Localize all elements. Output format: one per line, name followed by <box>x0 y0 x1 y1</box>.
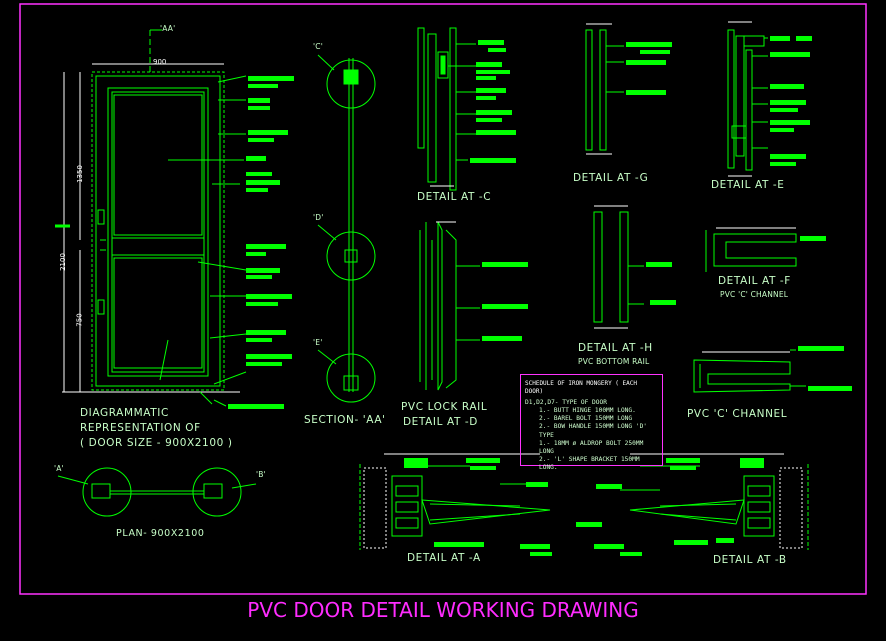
detail-h-sublabel: PVC BOTTOM RAIL <box>578 357 650 366</box>
detail-a-callouts <box>404 458 602 556</box>
diagram-caption-line-3: ( DOOR SIZE - 900X2100 ) <box>80 437 233 449</box>
detail-e-drawing <box>727 21 768 177</box>
ironmongery-schedule: SCHEDULE OF IRON MONGERY ( EACH DOOR) D1… <box>520 374 663 471</box>
detail-c-label: DETAIL AT -C <box>417 191 492 203</box>
detail-d-callouts <box>482 262 528 341</box>
detail-a-drawing <box>359 453 551 550</box>
schedule-door-type: D1,D2,D7- TYPE OF DOOR <box>525 399 607 407</box>
dimension-1350: 1350 <box>75 165 84 183</box>
plan-label: PLAN- 900X2100 <box>116 528 205 539</box>
diagram-caption-line-1: DIAGRAMMATIC <box>80 407 169 419</box>
detail-g-callouts <box>626 42 672 95</box>
dimension-900: 900 <box>153 58 167 66</box>
detail-e-label: DETAIL AT -E <box>711 179 785 191</box>
pvc-lock-rail-label: PVC LOCK RAIL <box>401 401 488 413</box>
schedule-item: 1.- 18MM ø ALDROP BOLT 250MM LONG <box>539 439 644 455</box>
detail-h-drawing <box>593 205 644 329</box>
detail-e-callouts <box>770 36 812 166</box>
detail-a-label: DETAIL AT -A <box>407 552 481 564</box>
detail-c-drawing <box>417 27 476 191</box>
marker-a: 'A' <box>54 464 64 473</box>
section-aa <box>317 54 376 403</box>
marker-b: 'B' <box>256 470 266 479</box>
drawing-title: PVC DOOR DETAIL WORKING DRAWING <box>247 598 639 622</box>
schedule-item: 2.- 'L' SHAPE BRACKET 150MM LONG. <box>539 455 640 471</box>
pvc-c-channel-callouts <box>798 346 852 391</box>
detail-c-callouts <box>470 40 516 163</box>
section-aa-label: SECTION- 'AA' <box>304 414 386 426</box>
detail-b-callouts <box>594 458 764 556</box>
detail-g-drawing <box>585 23 624 155</box>
detail-d-label: DETAIL AT -D <box>403 416 478 428</box>
pvc-c-channel-drawing <box>693 349 806 393</box>
schedule-item: 2.- BOW HANDLE 150MM LONG 'D' TYPE <box>539 423 648 439</box>
schedule-heading: SCHEDULE OF IRON MONGERY ( EACH DOOR) <box>525 380 637 396</box>
detail-b-label: DETAIL AT -B <box>713 554 787 566</box>
detail-f-drawing <box>705 227 797 272</box>
pvc-c-channel-label: PVC 'C' CHANNEL <box>687 408 788 420</box>
door-elevation <box>55 29 247 407</box>
callout-bars <box>228 76 294 409</box>
detail-h-label: DETAIL AT -H <box>578 342 653 354</box>
detail-b-drawing <box>620 453 809 550</box>
schedule-item: 2.- BAREL BOLT 150MM LONG <box>539 415 633 423</box>
marker-aa: 'AA' <box>160 24 176 33</box>
detail-f-label: DETAIL AT -F <box>718 275 791 287</box>
detail-g-label: DETAIL AT -G <box>573 172 649 184</box>
detail-f-sublabel: PVC 'C' CHANNEL <box>720 290 789 299</box>
marker-e: 'E' <box>313 338 323 347</box>
diagram-caption-line-2: REPRESENTATION OF <box>80 422 201 434</box>
detail-d-drawing <box>419 221 480 391</box>
dimension-2100: 2100 <box>58 253 67 271</box>
schedule-item: 1.- BUTT HINGE 100MM LONG. <box>539 407 636 415</box>
dimension-750: 750 <box>75 313 84 327</box>
detail-h-callouts <box>646 262 676 305</box>
sheet-frame <box>19 3 867 595</box>
marker-d: 'D' <box>313 213 324 222</box>
detail-f-callouts <box>800 236 826 241</box>
marker-c: 'C' <box>313 42 323 51</box>
plan-drawing <box>57 467 257 517</box>
